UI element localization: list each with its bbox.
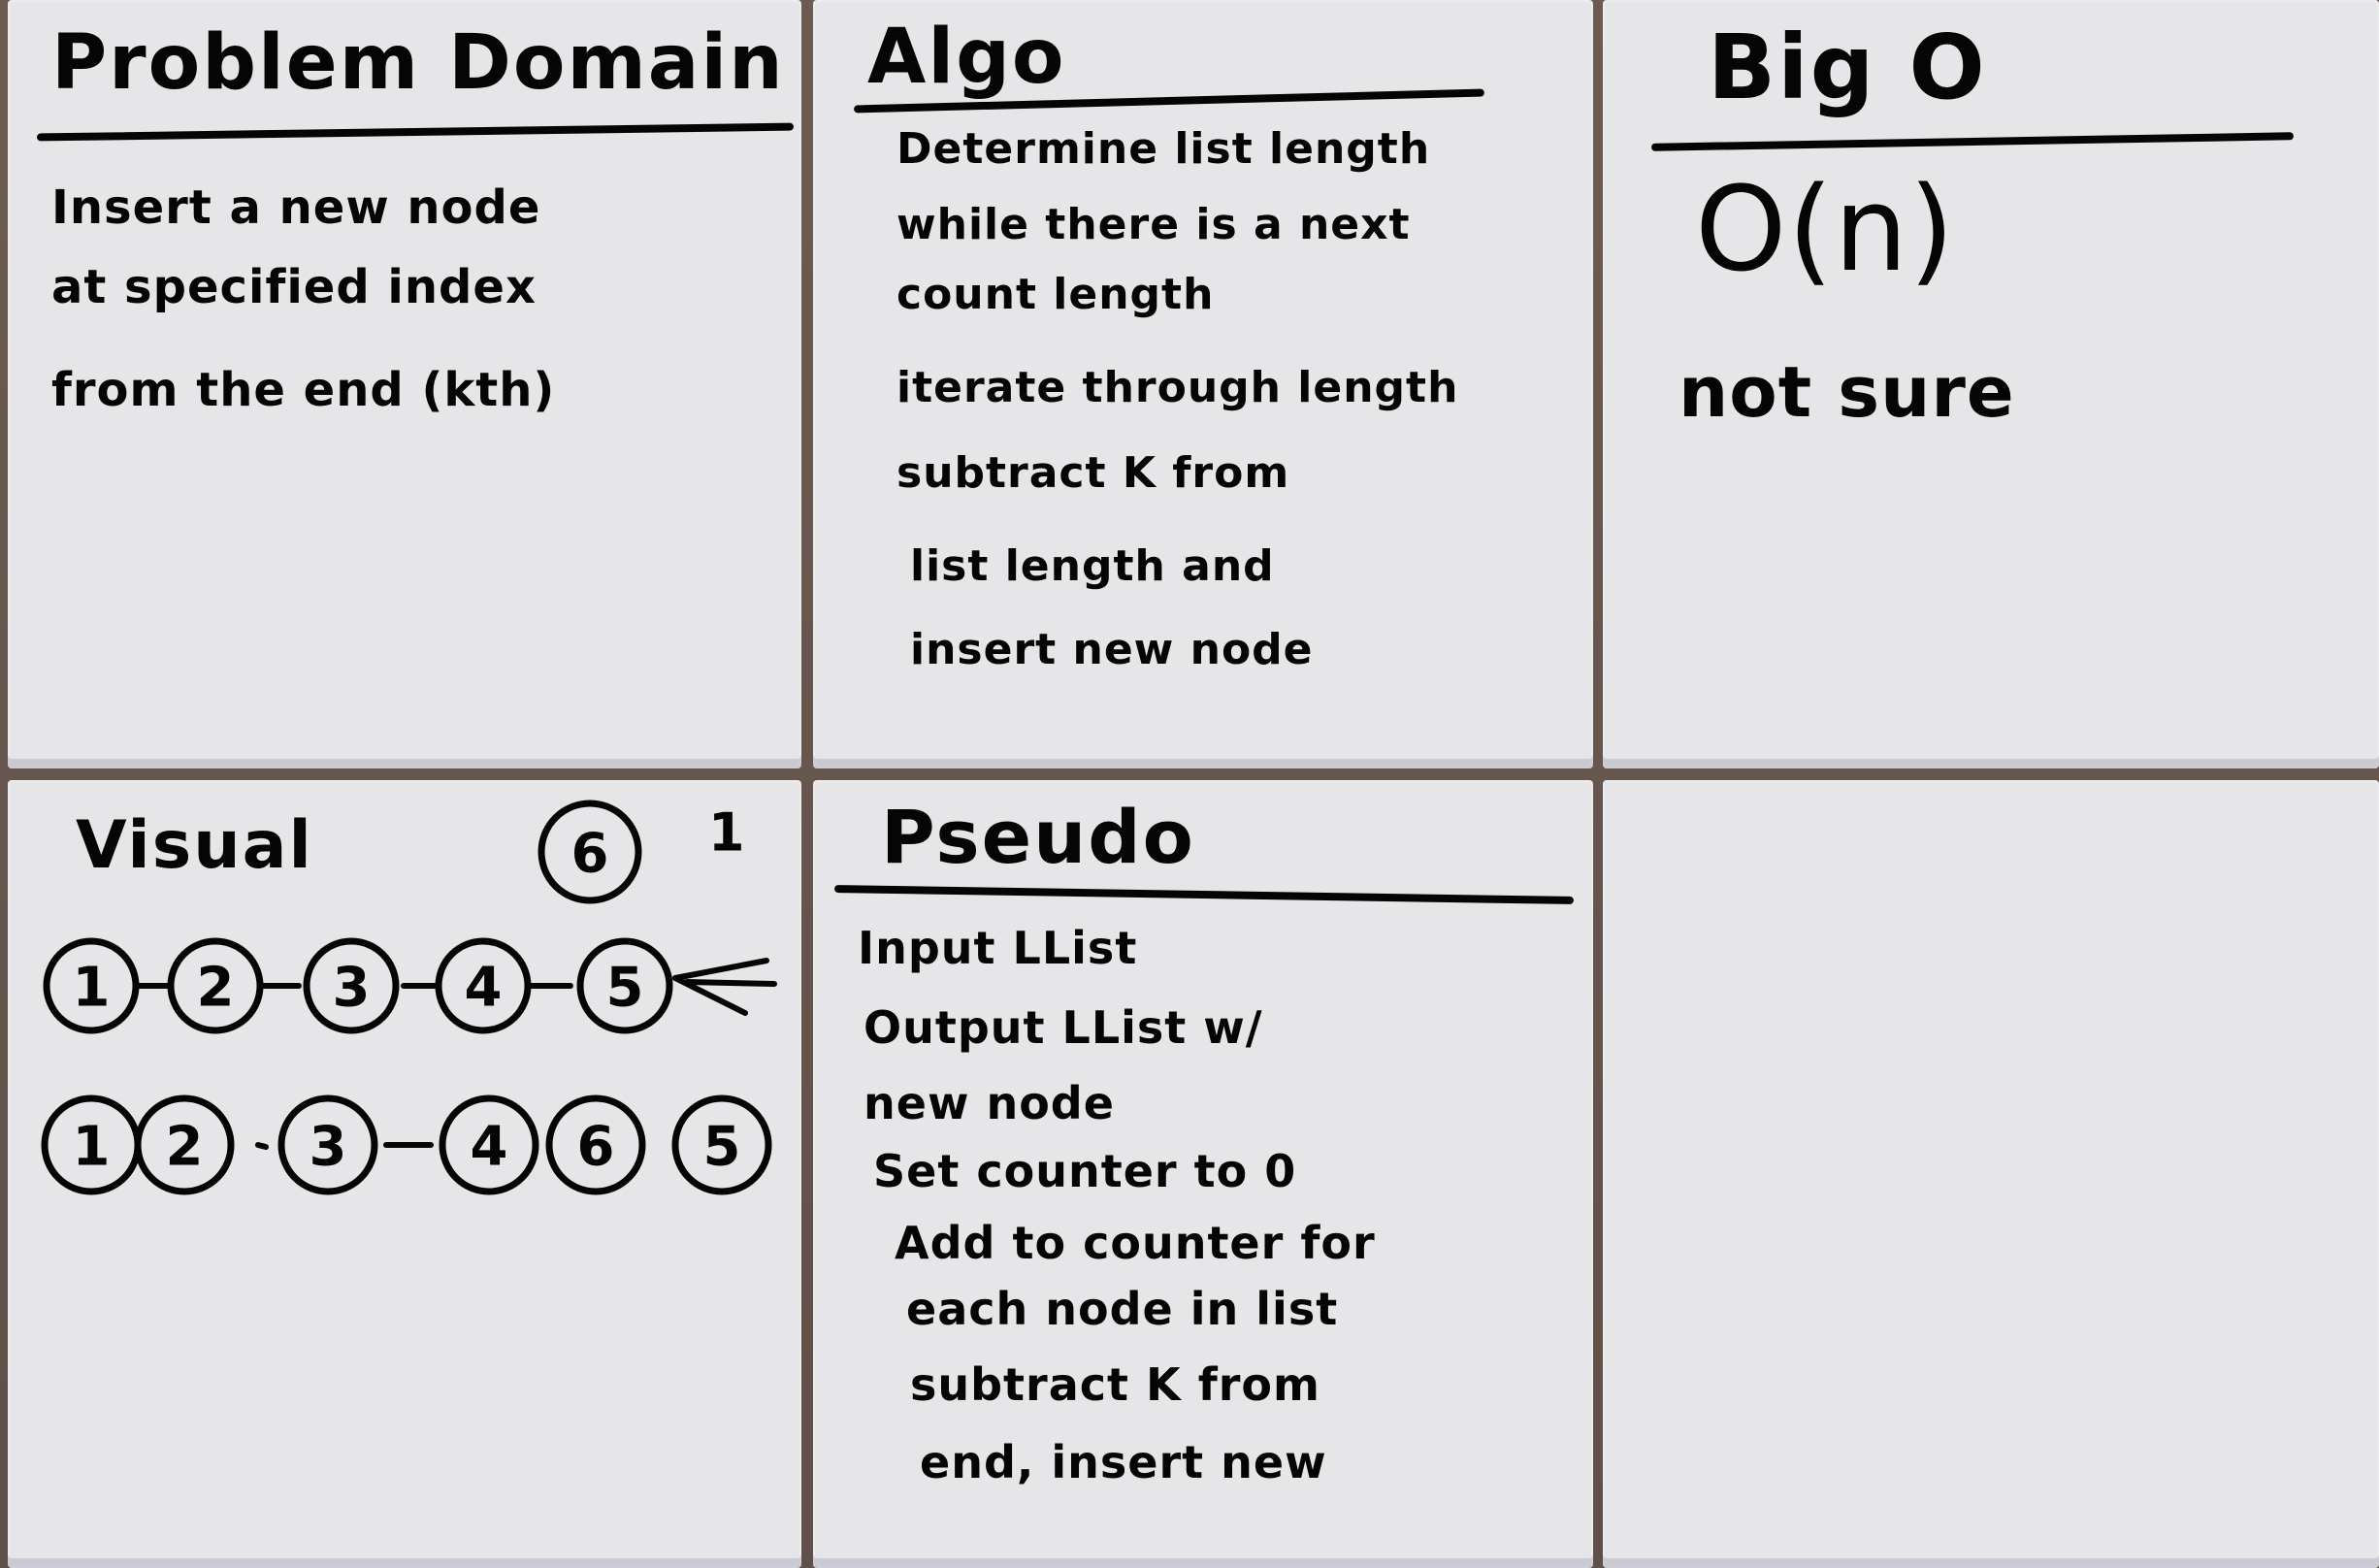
svg-text:4: 4 xyxy=(471,1116,508,1179)
pseudo-line: Input LList xyxy=(858,922,1138,974)
algo-tile: Algo Determine list length while there i… xyxy=(813,0,1593,768)
problem-domain-tile: Problem Domain Insert a new node at spec… xyxy=(8,0,801,768)
problem-domain-line: from the end (kth) xyxy=(51,363,556,417)
before-list-node: 2 xyxy=(167,937,264,1034)
after-list-node: 4 xyxy=(439,1094,539,1195)
pseudo-line: Add to counter for xyxy=(895,1217,1376,1269)
svg-text:1: 1 xyxy=(73,957,111,1020)
pseudo-line: each node in list xyxy=(906,1283,1339,1335)
big-o-tile: Big O O(n) not sure xyxy=(1603,0,2379,768)
problem-domain-heading: Problem Domain xyxy=(51,19,785,107)
algo-heading: Algo xyxy=(867,14,1066,101)
new-node-marker: 6 xyxy=(538,800,642,904)
visual-heading: Visual xyxy=(76,807,313,884)
pseudo-line: end, insert new xyxy=(920,1436,1327,1488)
before-list-node: 3 xyxy=(303,937,400,1034)
svg-text:3: 3 xyxy=(333,957,371,1020)
blank-tile xyxy=(1603,780,2379,1568)
algo-line: while there is a next xyxy=(896,200,1411,249)
before-list-node: 1 xyxy=(43,937,140,1034)
problem-domain-underline xyxy=(36,122,795,142)
pseudo-underline xyxy=(833,885,1575,904)
algo-line: count length xyxy=(896,270,1215,319)
svg-text:1: 1 xyxy=(73,1116,111,1179)
big-o-underline xyxy=(1650,132,2295,151)
before-list-node: 5 xyxy=(576,937,673,1034)
algo-line: iterate through length xyxy=(896,363,1459,412)
before-list-node: 4 xyxy=(435,937,532,1034)
k-value-marker: 1 xyxy=(708,802,745,864)
svg-text:2: 2 xyxy=(197,957,235,1020)
svg-text:2: 2 xyxy=(166,1116,204,1179)
pseudo-line: new node xyxy=(864,1077,1115,1129)
problem-domain-line: at specified index xyxy=(51,260,537,314)
svg-text:4: 4 xyxy=(465,957,503,1020)
algo-line: Determine list length xyxy=(896,124,1431,174)
after-list-node: 3 xyxy=(277,1094,378,1195)
after-list-node: 2 xyxy=(134,1094,235,1195)
pseudo-tile: Pseudo Input LList Output LList w/ new n… xyxy=(813,780,1593,1568)
problem-domain-line: Insert a new node xyxy=(51,180,541,235)
big-o-heading: Big O xyxy=(1708,16,1987,119)
svg-text:6: 6 xyxy=(577,1116,615,1179)
new-node-value: 6 xyxy=(571,823,609,886)
svg-text:3: 3 xyxy=(310,1116,347,1179)
after-list-node: 6 xyxy=(545,1094,646,1195)
big-o-complexity: O(n) xyxy=(1695,163,1956,298)
algo-line: list length and xyxy=(910,541,1275,591)
svg-text:5: 5 xyxy=(703,1116,741,1179)
svg-text:5: 5 xyxy=(606,957,644,1020)
after-list-node: 1 xyxy=(41,1094,142,1195)
pseudo-line: Set counter to 0 xyxy=(873,1145,1297,1197)
algo-line: subtract K from xyxy=(896,448,1290,498)
pseudo-heading: Pseudo xyxy=(881,794,1195,880)
after-list-node: 5 xyxy=(671,1094,772,1195)
big-o-note: not sure xyxy=(1678,351,2015,433)
pseudo-line: subtract K from xyxy=(910,1358,1320,1411)
algo-line: insert new node xyxy=(910,625,1314,674)
pseudo-line: Output LList w/ xyxy=(864,1001,1263,1054)
